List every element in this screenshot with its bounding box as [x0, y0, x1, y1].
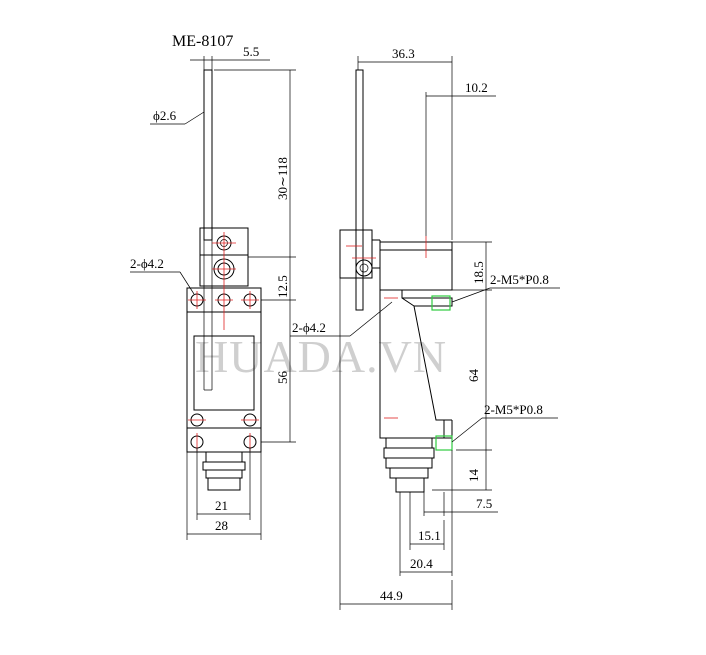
- dim-5-5: 5.5: [243, 44, 259, 59]
- dim-m5-top: 2-M5*P0.8: [490, 272, 549, 287]
- side-lever-rod: [355, 69, 364, 311]
- dim-21: 21: [215, 498, 228, 513]
- dim-30-118: 30∼118: [275, 157, 290, 200]
- side-lever-clamp: [339, 229, 373, 279]
- dim-m5-bottom: 2-M5*P0.8: [484, 402, 543, 417]
- body-window: [193, 335, 255, 411]
- dim-20-4: 20.4: [410, 556, 433, 571]
- dim-64: 64: [466, 369, 481, 383]
- dim-18-5: 18.5: [471, 261, 486, 284]
- side-head: [379, 241, 453, 291]
- thread-mark-top: [431, 295, 451, 311]
- dim-10-2: 10.2: [465, 80, 488, 95]
- dim-12-5: 12.5: [275, 275, 290, 298]
- dim-phi-2-6: ϕ2.6: [153, 108, 177, 123]
- thread-mark-bottom: [435, 435, 453, 451]
- dim-56: 56: [275, 371, 290, 385]
- dim-side-2-phi-4-2: 2-ϕ4.2: [292, 320, 326, 335]
- side-view: 36.3 10.2 18.5 64 14 2-M5*P0.8 2-M5*P0.8…: [290, 46, 560, 610]
- side-cable-gland: [395, 477, 425, 493]
- dim-28: 28: [215, 518, 228, 533]
- cable-gland: [207, 477, 241, 491]
- dim-front-2-phi-4-2: 2-ϕ4.2: [130, 256, 164, 271]
- dim-15-1: 15.1: [418, 528, 441, 543]
- lever-rod: [203, 69, 213, 241]
- front-view: 5.5 ϕ2.6 30∼118 12.5 56 2-ϕ4.2 21 28: [130, 44, 296, 540]
- dim-7-5: 7.5: [476, 496, 492, 511]
- dim-36-3: 36.3: [392, 46, 415, 61]
- watermark-text: HUADA.VN: [195, 331, 447, 382]
- dim-44-9: 44.9: [380, 588, 403, 603]
- dim-14: 14: [466, 469, 481, 483]
- drawing-title: ME-8107: [172, 33, 233, 50]
